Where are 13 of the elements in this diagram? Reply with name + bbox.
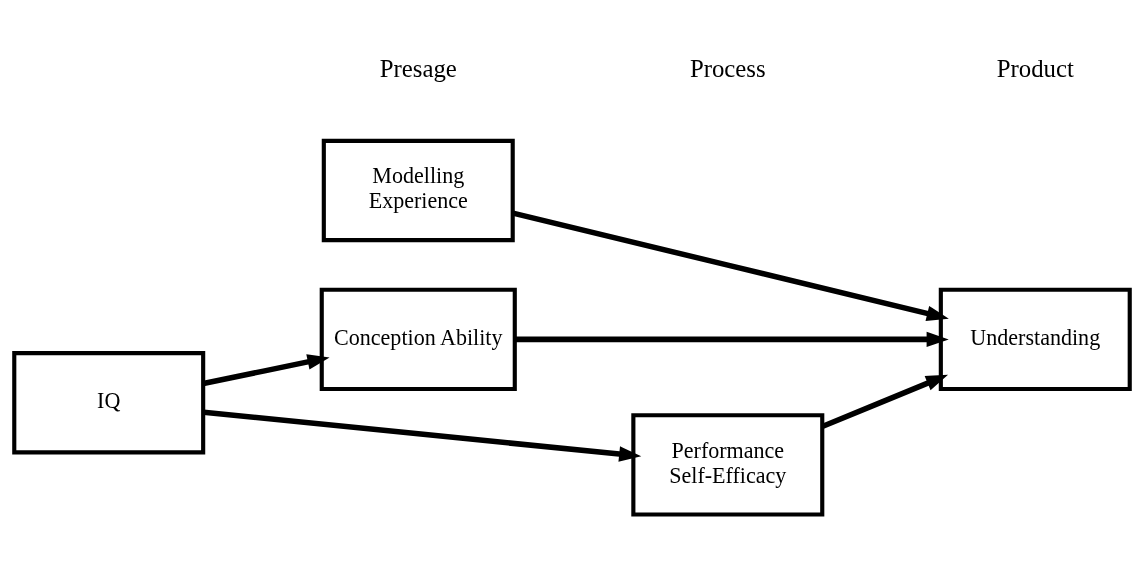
arrow bbox=[821, 374, 949, 429]
label: Process bbox=[689, 54, 766, 82]
node-box: Understanding bbox=[938, 287, 1132, 391]
node-box: Conception Ability bbox=[319, 287, 517, 391]
node-box: Modelling Experience bbox=[321, 138, 515, 242]
arrow bbox=[203, 408, 642, 462]
arrow bbox=[202, 353, 330, 386]
node-box: IQ bbox=[12, 350, 206, 454]
label: Product bbox=[996, 54, 1074, 82]
node-box: Performance Self-Efficacy bbox=[631, 412, 825, 517]
arrow bbox=[514, 331, 949, 347]
arrow bbox=[512, 209, 949, 321]
label: Presage bbox=[379, 54, 457, 82]
